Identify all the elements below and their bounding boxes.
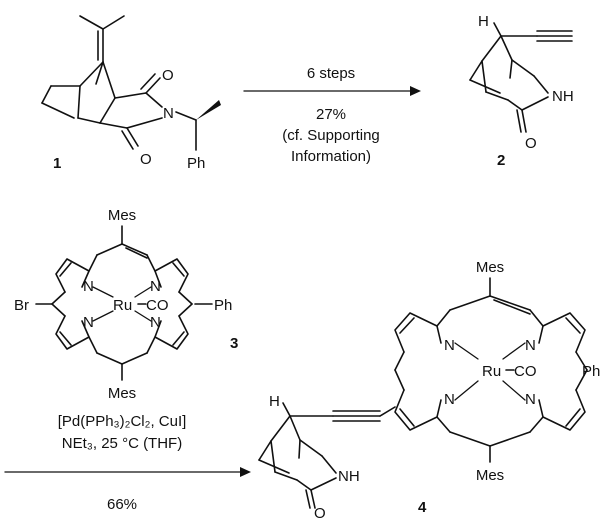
- arrow-head-2: [240, 467, 251, 477]
- oxygen-atom: O: [162, 67, 174, 84]
- mesityl-label: Mes: [108, 385, 136, 402]
- oxygen-atom: O: [314, 505, 326, 519]
- nitrogen-atom: N: [83, 314, 94, 331]
- oxygen-atom: O: [140, 151, 152, 168]
- compound-4-bicyclic-part: [258, 402, 396, 509]
- carbonyl-label: CO: [514, 363, 537, 380]
- phenyl-label: Ph: [187, 155, 205, 172]
- nh-label: NH: [338, 468, 360, 485]
- oxygen-atom: O: [525, 135, 537, 152]
- compound-number-3: 3: [230, 335, 238, 352]
- compound-1-structure: [41, 15, 221, 151]
- carbonyl-label: CO: [146, 297, 169, 314]
- mesityl-label: Mes: [476, 259, 504, 276]
- compound-number-1: 1: [53, 155, 61, 172]
- reaction2-conditions: NEt₃, 25 °C (THF): [62, 435, 182, 452]
- nh-label: NH: [552, 88, 574, 105]
- compound-number-4: 4: [418, 499, 427, 516]
- ruthenium-atom: Ru: [113, 297, 132, 314]
- nitrogen-atom: N: [163, 105, 174, 122]
- compound-2-structure: [469, 22, 573, 133]
- phenyl-label: Ph: [582, 363, 600, 380]
- hydrogen-atom: H: [269, 393, 280, 410]
- nitrogen-atom: N: [150, 278, 161, 295]
- nitrogen-atom: N: [444, 391, 455, 408]
- arrow-head-1: [410, 86, 421, 96]
- nitrogen-atom: N: [444, 337, 455, 354]
- nitrogen-atom: N: [525, 391, 536, 408]
- compound-3-porphyrin: [35, 225, 213, 381]
- compound-number-2: 2: [497, 152, 505, 169]
- mesityl-label: Mes: [476, 467, 504, 484]
- nitrogen-atom: N: [83, 278, 94, 295]
- compound-4-porphyrin: [394, 277, 588, 463]
- bromine-label: Br: [14, 297, 29, 314]
- nitrogen-atom: N: [525, 337, 536, 354]
- reaction1-note-line1: (cf. Supporting: [282, 127, 380, 144]
- hydrogen-atom: H: [478, 13, 489, 30]
- mesityl-label: Mes: [108, 207, 136, 224]
- reaction1-note-line2: Information): [291, 148, 371, 165]
- reaction2-catalyst: [Pd(PPh₃)₂Cl₂, CuI]: [58, 413, 187, 430]
- reaction1-yield: 27%: [316, 106, 346, 123]
- reaction1-above: 6 steps: [307, 65, 355, 82]
- nitrogen-atom: N: [150, 314, 161, 331]
- ruthenium-atom: Ru: [482, 363, 501, 380]
- phenyl-label: Ph: [214, 297, 232, 314]
- reaction2-yield: 66%: [107, 496, 137, 513]
